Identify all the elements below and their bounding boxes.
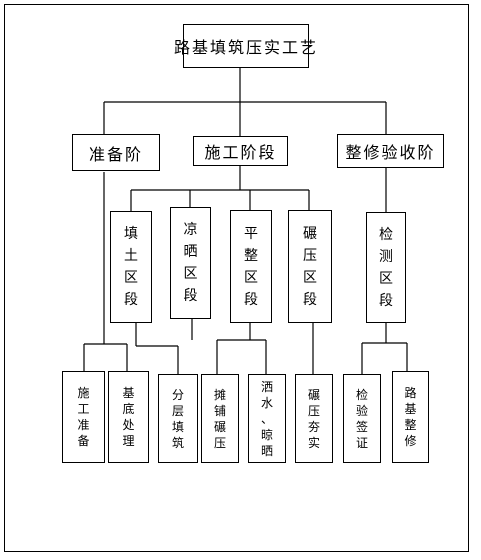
label-char: 实	[307, 435, 320, 450]
label-char: 分	[171, 387, 184, 402]
label-char: 整	[404, 418, 417, 432]
label-char: 铺	[213, 403, 226, 418]
label-char: 洒	[260, 379, 273, 394]
label-char: 区	[183, 266, 198, 282]
label-char: 验	[355, 403, 368, 418]
label-char: 填	[124, 226, 138, 242]
label-char: 段	[124, 292, 138, 308]
label-char: 施	[77, 386, 90, 400]
section-inspection: 检测区段	[366, 212, 406, 323]
step-spread-roll: 摊铺碾压	[201, 374, 239, 463]
label-char: 区	[379, 270, 393, 287]
process-title: 路基填筑压实工艺	[174, 38, 319, 57]
label-char: 签	[355, 419, 368, 434]
label-char: 碾	[303, 225, 317, 242]
section-fill: 填土区段	[110, 211, 152, 323]
label-char: 填	[171, 419, 184, 434]
label-char: 理	[122, 434, 135, 448]
phase-preparation: 准备阶	[72, 134, 160, 171]
label-char: 基	[122, 386, 135, 400]
label-char: 段	[303, 291, 317, 308]
label-char: 土	[124, 248, 138, 264]
label-char: 整	[244, 247, 258, 264]
label-char: 区	[124, 270, 138, 286]
label-char: 测	[379, 248, 393, 265]
label-char: 证	[355, 435, 368, 450]
step-layer-fill: 分层填筑	[158, 374, 198, 463]
label-char: 凉	[183, 222, 198, 238]
label-char: 压	[303, 247, 317, 264]
label-char: 摊	[213, 387, 226, 402]
section-leveling: 平整区段	[230, 210, 272, 323]
label-char: 碾	[307, 387, 320, 402]
label-char: 压	[307, 403, 320, 418]
label-char: 平	[244, 225, 258, 242]
step-base-treatment: 基底处理	[108, 371, 149, 463]
label-char: 区	[244, 269, 258, 286]
step-inspect-sign: 检验签证	[343, 374, 381, 463]
label-char: 筑	[171, 435, 184, 450]
phase-acceptance: 整修验收阶	[337, 134, 444, 168]
step-subgrade-repair: 路基整修	[392, 371, 429, 463]
step-compact: 碾压夯实	[295, 374, 333, 463]
section-rolling: 碾压区段	[288, 210, 332, 323]
phase-construction: 施工阶段	[193, 136, 288, 166]
label-char: 晾	[260, 427, 273, 442]
label-char: 水	[260, 395, 273, 410]
label-char: 段	[244, 291, 258, 308]
label-char: 基	[404, 402, 417, 416]
label-char: 路	[404, 386, 417, 400]
label-char: 晒	[183, 244, 198, 260]
label-char: 区	[303, 269, 317, 286]
label-char: 处	[122, 418, 135, 432]
label-char: 准	[77, 418, 90, 432]
label-char: 检	[355, 387, 368, 402]
label-char: 备	[77, 434, 90, 448]
label-char: 夯	[307, 419, 320, 434]
label-char: 修	[404, 434, 417, 448]
label-char: 检	[379, 226, 393, 243]
step-water-dry: 洒水、晾晒	[248, 374, 286, 463]
label-char: 层	[171, 403, 184, 418]
section-drying: 凉晒区段	[170, 207, 211, 319]
label-char: 工	[77, 402, 90, 416]
label-char: 压	[213, 435, 226, 450]
step-prepare: 施工准备	[62, 371, 105, 463]
process-title-box: 路基填筑压实工艺	[174, 24, 316, 68]
label-char: 晒	[260, 443, 273, 458]
label-char: 段	[183, 288, 198, 304]
label-char: 段	[379, 292, 393, 309]
label-char: 碾	[213, 419, 226, 434]
label-char: 底	[122, 402, 135, 416]
label-char: 、	[260, 411, 273, 426]
